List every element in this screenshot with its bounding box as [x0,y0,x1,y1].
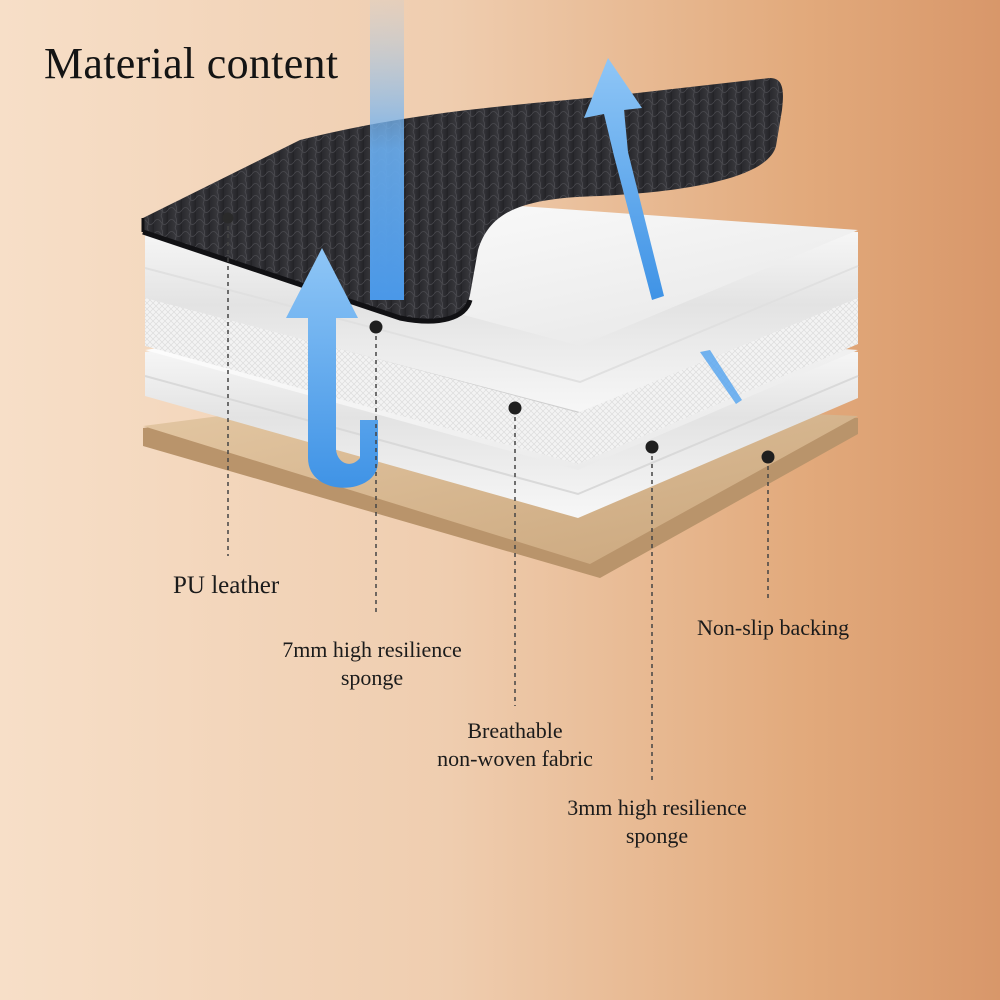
label-line: sponge [340,665,404,690]
label-sponge-3mm: 3mm high resilience sponge [548,794,766,850]
label-line: Breathable [467,718,563,743]
airflow-beam-icon [370,0,404,300]
callout-dot [508,401,522,415]
callout-dot [645,440,659,454]
airflow-exit-arrow-icon [584,58,664,300]
diagram-title: Material content [44,39,339,88]
label-line: 3mm high resilience [567,795,747,820]
label-pu-leather: PU leather [173,572,280,599]
callout-dot [222,212,234,224]
label-line: sponge [625,823,689,848]
label-line: non-woven fabric [437,746,593,771]
label-fabric: Breathable non-woven fabric [420,717,610,773]
callout-dot [761,450,775,464]
airflow-up-arrow-icon [286,248,378,488]
airflow-down-arrow-icon [700,350,742,404]
label-sponge-7mm: 7mm high resilience sponge [272,636,472,692]
callout-dot [369,320,383,334]
label-line: 7mm high resilience [282,637,462,662]
label-non-slip-backing: Non-slip backing [697,615,850,640]
